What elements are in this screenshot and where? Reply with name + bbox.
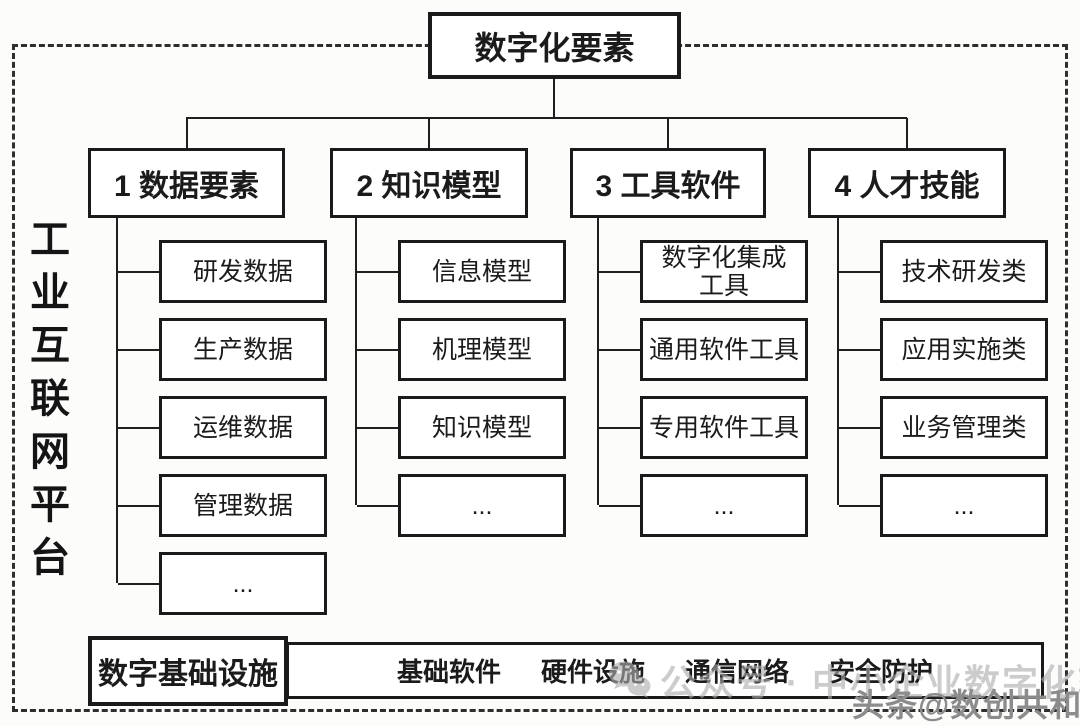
branch-node-knowledge-models: 2 知识模型 (330, 148, 528, 218)
trunk-branch-1 (116, 218, 118, 583)
connector-bus-horizontal (186, 117, 907, 119)
branch-node-data-elements: 1 数据要素 (88, 148, 285, 218)
branch-node-talent-skills: 4 人才技能 (808, 148, 1006, 218)
infrastructure-bar: 基础软件 硬件设施 通信网络 安全防护 (286, 642, 1044, 699)
branch-label: 3 工具软件 (595, 170, 741, 203)
leaf-node: 应用实施类 (839, 318, 1048, 381)
connector-branch-1-stub (186, 118, 188, 148)
branch-label: 4 人才技能 (834, 170, 980, 203)
connector-root-vertical (553, 79, 555, 117)
branch-label: 2 知识模型 (356, 170, 502, 203)
leaf-node-ellipsis: ... (357, 474, 566, 537)
leaf-node: 管理数据 (118, 474, 327, 537)
infrastructure-title: 数字基础设施 (98, 658, 278, 691)
leaf-node: 研发数据 (118, 240, 327, 303)
root-node-label: 数字化要素 (474, 29, 635, 66)
branch-2-children: 信息模型 机理模型 知识模型 ... (357, 240, 566, 537)
leaf-node: 生产数据 (118, 318, 327, 381)
infra-item: 基础软件 (396, 657, 501, 687)
trunk-branch-3 (597, 218, 599, 505)
leaf-node-ellipsis: ... (118, 552, 327, 615)
leaf-node: 知识模型 (357, 396, 566, 459)
branch-node-tool-software: 3 工具软件 (570, 148, 766, 218)
branch-1-children: 研发数据 生产数据 运维数据 管理数据 ... (118, 240, 327, 615)
infra-item: 安全防护 (829, 657, 934, 687)
leaf-node: 信息模型 (357, 240, 566, 303)
connector-branch-3-stub (667, 118, 669, 148)
leaf-node: 业务管理类 (839, 396, 1048, 459)
leaf-node: 专用软件工具 (599, 396, 808, 459)
trunk-branch-4 (837, 218, 839, 505)
leaf-node: 机理模型 (357, 318, 566, 381)
leaf-node-ellipsis: ... (599, 474, 808, 537)
leaf-node: 技术研发类 (839, 240, 1048, 303)
connector-branch-2-stub (428, 118, 430, 148)
trunk-branch-2 (355, 218, 357, 505)
branch-4-children: 技术研发类 应用实施类 业务管理类 ... (839, 240, 1048, 537)
platform-label: 工业互联网平台 (24, 218, 68, 589)
leaf-node: 通用软件工具 (599, 318, 808, 381)
branch-3-children: 数字化集成 工具 通用软件工具 专用软件工具 ... (599, 240, 808, 537)
leaf-node: 运维数据 (118, 396, 327, 459)
infra-item: 通信网络 (685, 657, 790, 687)
infrastructure-title-box: 数字基础设施 (88, 636, 288, 706)
leaf-node-ellipsis: ... (839, 474, 1048, 537)
infra-item: 硬件设施 (540, 657, 645, 687)
connector-branch-4-stub (906, 118, 908, 148)
root-node: 数字化要素 (428, 12, 681, 79)
leaf-node: 数字化集成 工具 (599, 240, 808, 303)
branch-label: 1 数据要素 (113, 170, 260, 203)
